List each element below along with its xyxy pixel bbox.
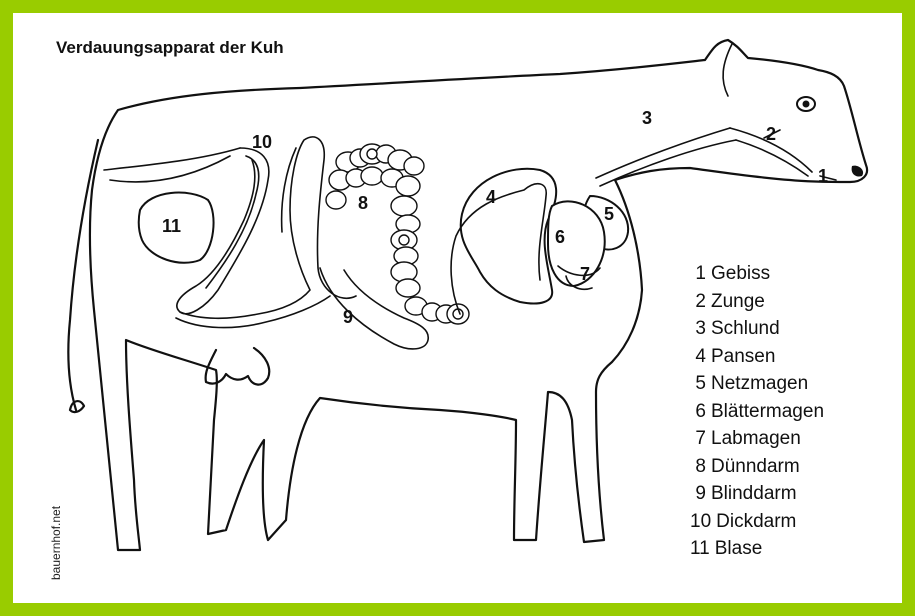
legend-item: 11Blase	[690, 535, 824, 563]
legend-number: 10	[690, 508, 711, 536]
callout-1: 1	[818, 166, 828, 186]
legend-item: 10Dickdarm	[690, 508, 824, 536]
rumen-organ	[461, 169, 557, 304]
legend: 1Gebiss2Zunge3Schlund4Pansen5Netzmagen6B…	[690, 260, 824, 563]
callout-6: 6	[555, 227, 565, 247]
callout-3: 3	[642, 108, 652, 128]
legend-label: Blättermagen	[711, 401, 824, 422]
legend-label: Netzmagen	[711, 373, 808, 394]
legend-item: 5Netzmagen	[690, 370, 824, 398]
legend-label: Blase	[715, 538, 763, 559]
legend-label: Pansen	[711, 346, 775, 367]
cow-udder	[206, 348, 270, 385]
legend-item: 3Schlund	[690, 315, 824, 343]
legend-number: 1	[690, 260, 706, 288]
cow-ear	[723, 44, 732, 96]
callout-5: 5	[604, 204, 614, 224]
legend-number: 2	[690, 288, 706, 316]
oesophagus-outline	[596, 128, 736, 186]
legend-number: 9	[690, 480, 706, 508]
legend-label: Schlund	[711, 318, 780, 339]
small-intestine-organ	[326, 144, 469, 324]
callout-11: 11	[162, 216, 181, 236]
callout-9: 9	[343, 307, 353, 327]
legend-item: 4Pansen	[690, 343, 824, 371]
legend-number: 7	[690, 425, 706, 453]
rectum-outline	[104, 148, 240, 182]
legend-number: 5	[690, 370, 706, 398]
callout-10: 10	[252, 132, 272, 152]
legend-item: 6Blättermagen	[690, 398, 824, 426]
legend-label: Gebiss	[711, 263, 770, 284]
legend-item: 9Blinddarm	[690, 480, 824, 508]
legend-number: 3	[690, 315, 706, 343]
legend-label: Blinddarm	[711, 483, 797, 504]
legend-label: Zunge	[711, 291, 765, 312]
legend-number: 6	[690, 398, 706, 426]
legend-number: 4	[690, 343, 706, 371]
legend-item: 8Dünndarm	[690, 453, 824, 481]
legend-item: 1Gebiss	[690, 260, 824, 288]
diagram-title: Verdauungsapparat der Kuh	[56, 38, 284, 58]
legend-number: 11	[690, 535, 710, 563]
cow-nose	[852, 166, 863, 177]
callout-2: 2	[766, 124, 776, 144]
callout-8: 8	[358, 193, 368, 213]
legend-label: Labmagen	[711, 428, 801, 449]
callout-7: 7	[580, 264, 590, 284]
legend-label: Dickdarm	[716, 511, 796, 532]
legend-label: Dünndarm	[711, 456, 800, 477]
watermark-text: bauernhof.net	[49, 506, 63, 580]
legend-item: 7Labmagen	[690, 425, 824, 453]
cow-pupil	[803, 101, 810, 108]
callout-4: 4	[486, 187, 496, 207]
legend-number: 8	[690, 453, 706, 481]
legend-item: 2Zunge	[690, 288, 824, 316]
